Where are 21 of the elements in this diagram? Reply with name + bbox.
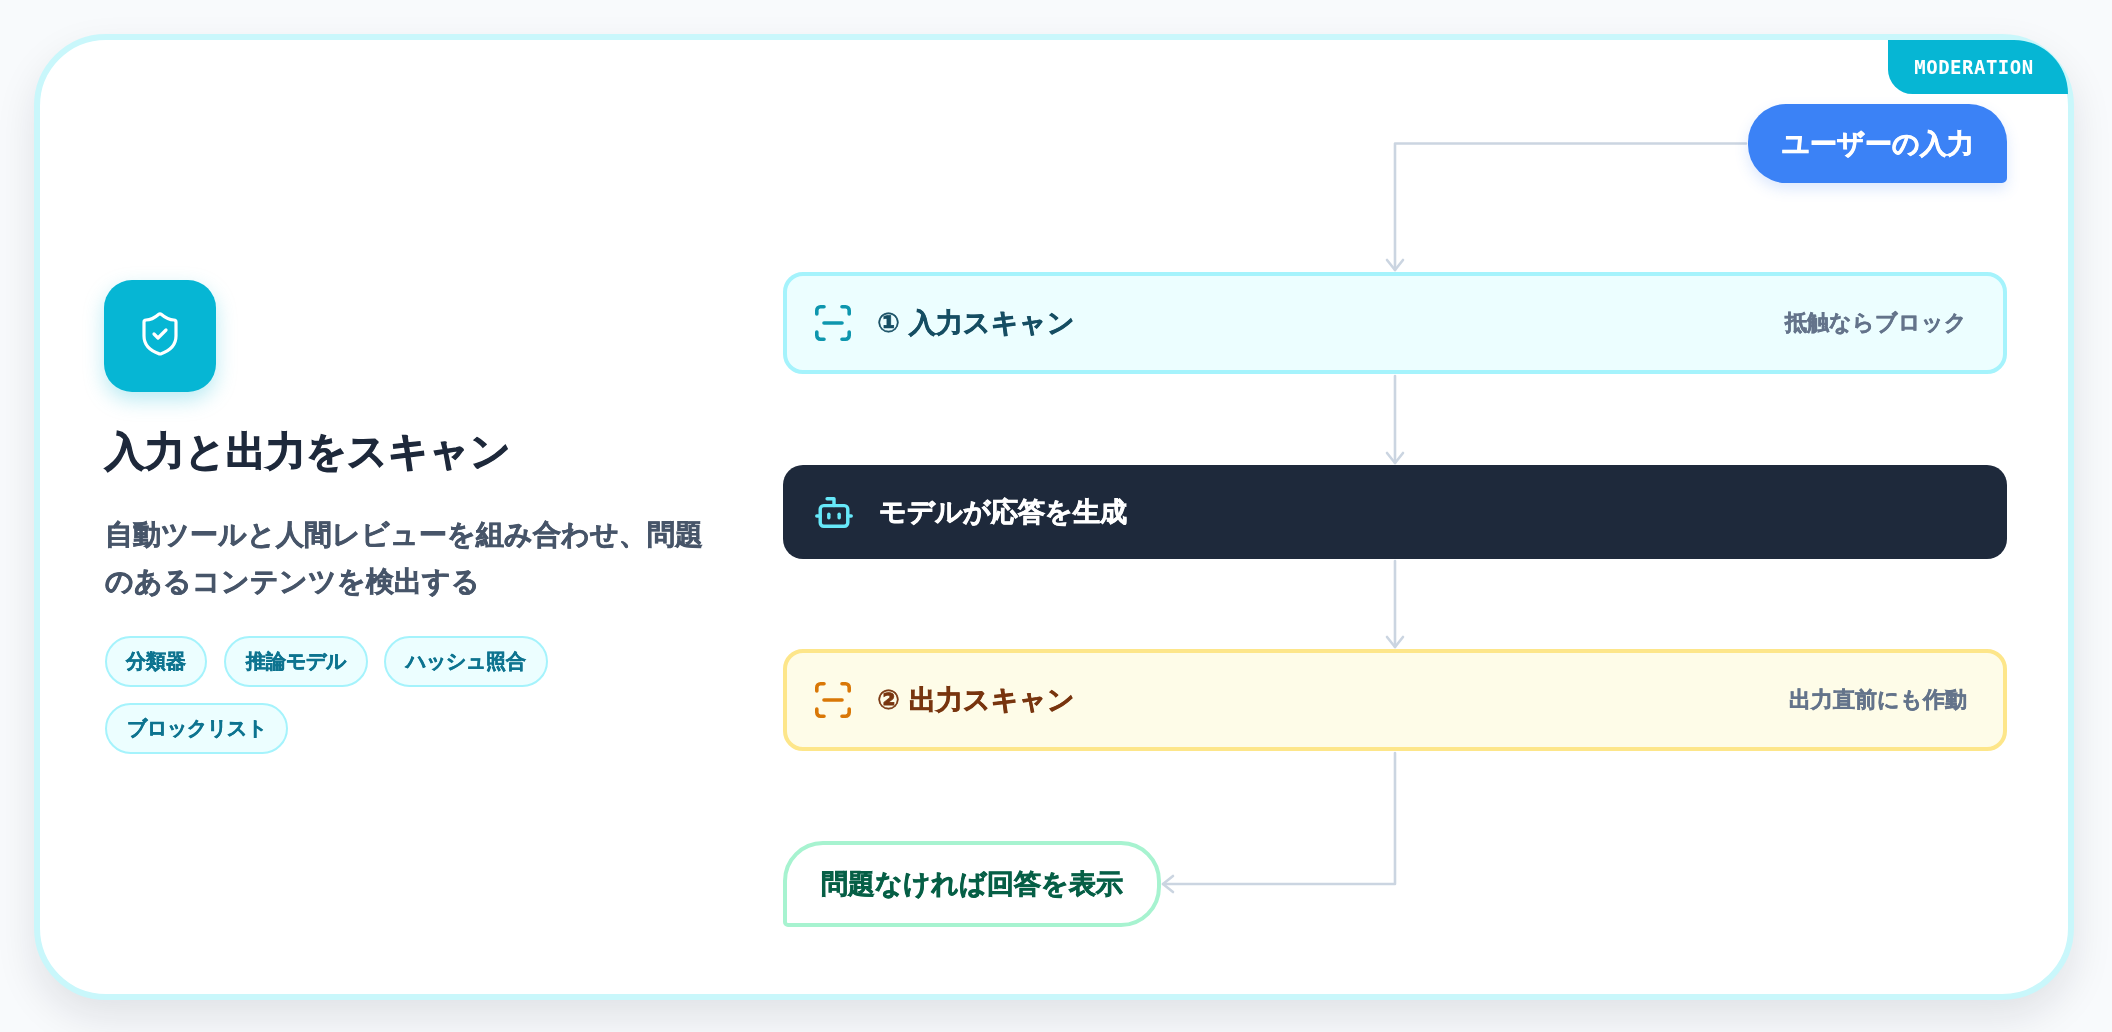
step-box <box>783 465 2007 559</box>
step-title: モデルが応答を生成 <box>879 495 1127 529</box>
arrow <box>1385 559 1405 649</box>
arrow <box>1161 751 1397 894</box>
step-box <box>783 649 2007 751</box>
step-note: 出力直前にも作動 <box>1789 686 1967 714</box>
tag-chip: ブロックリスト <box>105 703 288 754</box>
step-title: ② 出力スキャン <box>877 683 1076 717</box>
arrow <box>1385 374 1405 465</box>
corner-tag: MODERATION <box>1888 40 2068 94</box>
description-text: 自動ツールと人間レビューを組み合わせ、問題のあるコンテンツを検出する <box>105 517 704 600</box>
heading: 入力と出力をスキャン <box>105 427 511 475</box>
tag-chip: 分類器 <box>105 636 207 687</box>
arrow <box>1385 142 1748 272</box>
tag-chip: 推論モデル <box>224 636 368 687</box>
step-title: ① 入力スキャン <box>877 306 1076 340</box>
step-note: 抵触ならブロック <box>1785 309 1967 337</box>
result-box: 問題なければ回答を表示 <box>783 841 1161 927</box>
tag-chip: ハッシュ照合 <box>384 636 548 687</box>
step-box <box>783 272 2007 374</box>
input-bubble: ユーザーの入力 <box>1748 104 2007 183</box>
